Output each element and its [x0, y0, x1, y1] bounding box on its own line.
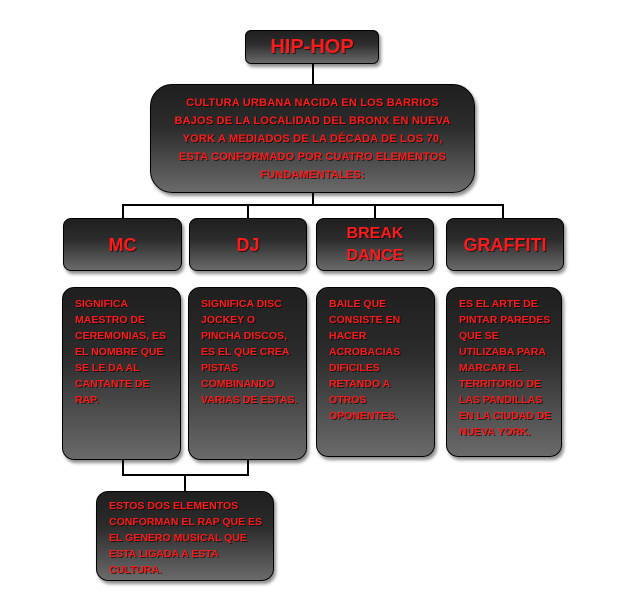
element-header-dj: DJ — [189, 218, 307, 271]
element-header-break-dance: BREAK DANCE — [316, 218, 434, 271]
connector-drop-dj — [247, 204, 249, 218]
connector-title-intro — [312, 64, 314, 84]
connector-horizontal-top — [122, 204, 504, 206]
element-description-graffiti: ES EL ARTE DE PINTAR PAREDES QUE SE UTIL… — [446, 287, 562, 457]
element-description-mc: SIGNIFICA MAESTRO DE CEREMONIAS, ES EL N… — [62, 287, 181, 460]
connector-drop-mc — [122, 204, 124, 218]
connector-rap-note — [184, 474, 186, 491]
title-box: HIP-HOP — [245, 30, 379, 64]
connector-mc-down — [122, 460, 124, 475]
connector-drop-break — [374, 204, 376, 218]
connector-drop-graffiti — [502, 204, 504, 218]
connector-dj-down — [247, 460, 249, 475]
element-description-break-dance: BAILE QUE CONSISTE EN HACER ACROBACIAS D… — [316, 287, 435, 457]
element-description-dj: SIGNIFICA DISC JOCKEY O PINCHA DISCOS, E… — [188, 287, 307, 460]
element-header-graffiti: GRAFFITI — [446, 218, 564, 271]
connector-intro-down — [312, 193, 314, 205]
rap-note-box: ESTOS DOS ELEMENTOS CONFORMAN EL RAP QUE… — [96, 491, 274, 581]
intro-box: CULTURA URBANA NACIDA EN LOS BARRIOS BAJ… — [150, 84, 475, 193]
element-header-mc: MC — [63, 218, 182, 271]
